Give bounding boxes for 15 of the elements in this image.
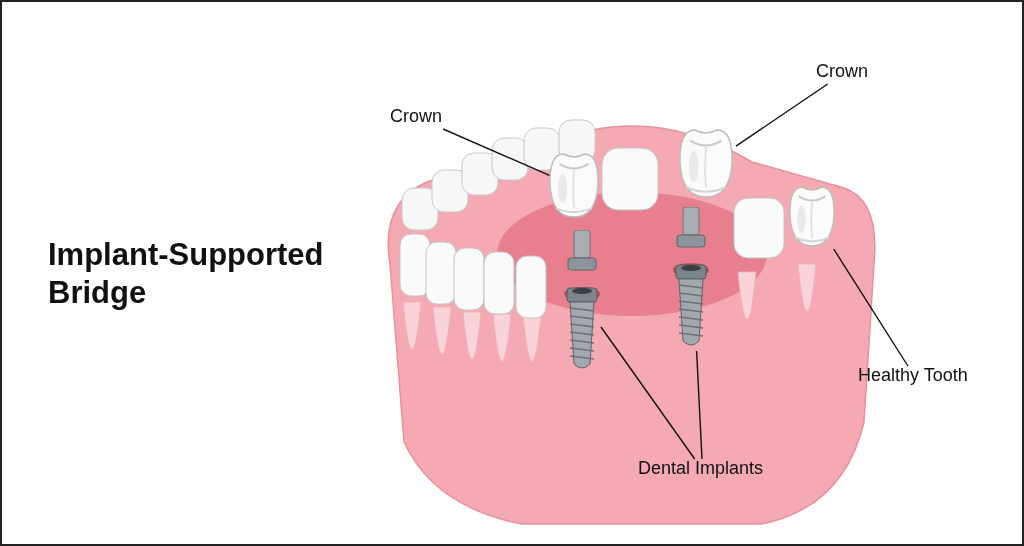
leader-line xyxy=(695,350,703,460)
implant-drawing xyxy=(565,230,599,372)
part-label: Healthy Tooth xyxy=(858,364,968,386)
crown-drawing xyxy=(548,152,600,218)
leader-line xyxy=(600,326,696,460)
leader-line xyxy=(833,248,909,367)
leader-line xyxy=(735,83,829,147)
part-label: Crown xyxy=(390,105,442,127)
title: Implant-Supported Bridge xyxy=(48,236,325,312)
tooth-drawing xyxy=(788,185,836,247)
part-label: Dental Implants xyxy=(638,457,764,479)
part-label: Crown xyxy=(816,60,868,82)
implant-drawing xyxy=(674,207,708,349)
leader-line xyxy=(442,128,551,177)
crown-drawing xyxy=(678,128,734,198)
